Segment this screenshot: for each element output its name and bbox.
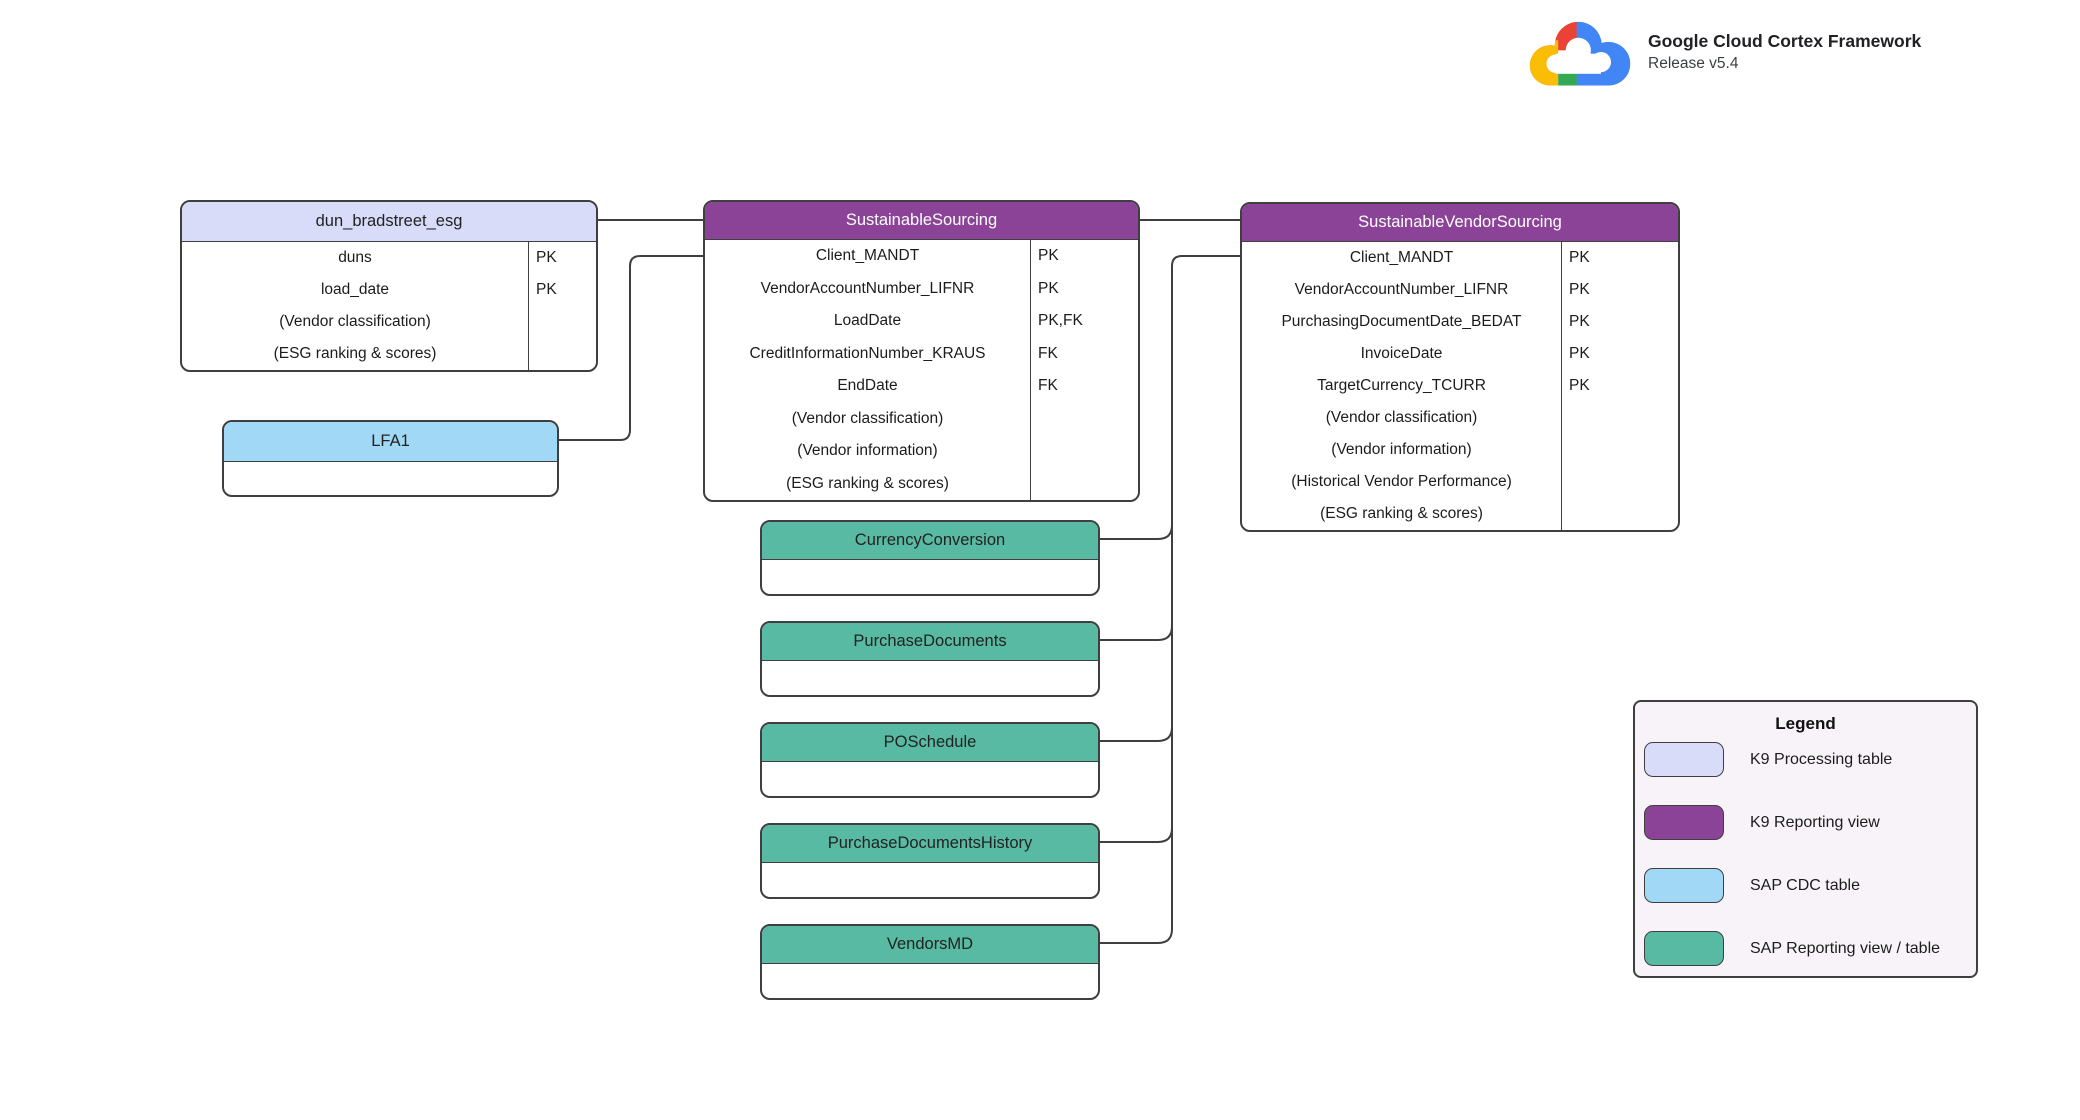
- key-indicator: PK: [1030, 240, 1138, 273]
- legend-label: SAP CDC table: [1750, 876, 1860, 894]
- connector-trunk-to-vendorsourcing: [1100, 255, 1240, 944]
- key-indicator: [1561, 402, 1678, 434]
- field-name: EndDate: [837, 377, 898, 395]
- key-indicator: [1561, 498, 1678, 530]
- entity-po-schedule: POSchedule: [760, 722, 1100, 798]
- legend-item-sap-reporting-view-table: SAP Reporting view / table: [1644, 931, 1968, 966]
- field-name: duns: [338, 249, 372, 266]
- field-name: (Historical Vendor Performance): [1291, 473, 1512, 490]
- entity-title: POSchedule: [762, 724, 1098, 762]
- entity-title: LFA1: [224, 422, 557, 462]
- field-name: CreditInformationNumber_KRAUS: [749, 344, 986, 362]
- field-name: VendorAccountNumber_LIFNR: [760, 279, 975, 297]
- legend-items: K9 Processing table K9 Reporting view SA…: [1644, 742, 1968, 994]
- legend-label: K9 Processing table: [1750, 750, 1893, 768]
- key-indicator: PK: [1561, 338, 1678, 370]
- field-name: (Vendor classification): [279, 313, 431, 330]
- key-indicator: [528, 306, 596, 338]
- field-name: (ESG ranking & scores): [273, 345, 437, 362]
- legend-item-k9-processing-table: K9 Processing table: [1644, 742, 1968, 777]
- entity-fields: [762, 964, 1098, 998]
- connector-purchasedocumentshistory: [1100, 827, 1173, 843]
- field-name: Client_MANDT: [1349, 249, 1454, 266]
- entity-fields: Client_MANDT PK VendorAccountNumber_LIFNR P…: [1242, 242, 1678, 530]
- key-indicator: [1561, 434, 1678, 466]
- connector-currencyconversion: [1100, 524, 1173, 540]
- key-indicator: [528, 338, 596, 370]
- legend-swatch-k9-reporting: [1644, 805, 1724, 840]
- entity-fields: [762, 762, 1098, 796]
- field-name: InvoiceDate: [1360, 345, 1443, 362]
- legend-swatch-k9-processing: [1644, 742, 1724, 777]
- entity-title: CurrencyConversion: [762, 522, 1098, 560]
- branding: Google Cloud Cortex Framework Release v5…: [1528, 8, 1921, 96]
- key-indicator: [1030, 467, 1138, 500]
- entity-title: PurchaseDocumentsHistory: [762, 825, 1098, 863]
- field-name: LoadDate: [833, 312, 902, 330]
- field-name: VendorAccountNumber_LIFNR: [1294, 281, 1509, 298]
- legend-label: K9 Reporting view: [1750, 813, 1880, 831]
- legend-item-k9-reporting-view: K9 Reporting view: [1644, 805, 1968, 840]
- field-name: (ESG ranking & scores): [1320, 505, 1483, 522]
- entity-fields: Client_MANDT PK VendorAccountNumber_LIFNR P…: [705, 240, 1138, 500]
- entity-currency-conversion: CurrencyConversion: [760, 520, 1100, 596]
- key-indicator: [1561, 466, 1678, 498]
- entity-sustainable-vendor-sourcing: SustainableVendorSourcing Client_MANDT PK…: [1240, 202, 1680, 532]
- branding-text: Google Cloud Cortex Framework Release v5…: [1648, 31, 1921, 74]
- field-name: (Vendor information): [797, 442, 938, 460]
- field-name: (Vendor information): [1331, 441, 1472, 458]
- field-name: load_date: [320, 281, 390, 298]
- entity-title: SustainableSourcing: [705, 202, 1138, 240]
- entity-vendors-md: VendorsMD: [760, 924, 1100, 1000]
- entity-fields: [762, 661, 1098, 695]
- product-title: Google Cloud Cortex Framework: [1648, 30, 1922, 51]
- entity-title: PurchaseDocuments: [762, 623, 1098, 661]
- entity-lfa1: LFA1: [222, 420, 559, 497]
- connector-lfa1-to-sustainablesourcing: [559, 255, 703, 441]
- key-indicator: PK: [528, 242, 596, 274]
- field-name: Client_MANDT: [815, 247, 920, 265]
- field-name: PurchasingDocumentDate_BEDAT: [1281, 313, 1522, 330]
- field-name: (Vendor classification): [1325, 409, 1478, 426]
- key-indicator: PK: [1561, 370, 1678, 402]
- entity-fields: [762, 863, 1098, 897]
- legend-swatch-sap-cdc: [1644, 868, 1724, 903]
- entity-purchase-documents: PurchaseDocuments: [760, 621, 1100, 697]
- legend-item-sap-cdc-table: SAP CDC table: [1644, 868, 1968, 903]
- field-name: TargetCurrency_TCURR: [1317, 377, 1486, 394]
- entity-title: dun_bradstreet_esg: [182, 202, 596, 242]
- release-version: Release v5.4: [1648, 55, 1739, 73]
- entity-fields: [224, 462, 557, 495]
- legend-label: SAP Reporting view / table: [1750, 939, 1941, 957]
- key-indicator: [1030, 435, 1138, 468]
- entity-title: SustainableVendorSourcing: [1242, 204, 1678, 242]
- connector-poschedule: [1100, 726, 1173, 742]
- entity-sustainable-sourcing: SustainableSourcing Client_MANDT PK Vendor…: [703, 200, 1140, 502]
- entity-fields: [762, 560, 1098, 594]
- legend-title: Legend: [1775, 714, 1836, 733]
- key-indicator: PK: [1030, 272, 1138, 305]
- legend-swatch-sap-reporting: [1644, 931, 1724, 966]
- field-name: (ESG ranking & scores): [786, 474, 949, 492]
- google-cloud-logo-icon: [1529, 21, 1631, 86]
- key-indicator: PK: [1561, 306, 1678, 338]
- key-indicator: FK: [1030, 337, 1138, 370]
- legend: Legend K9 Processing table K9 Reporting …: [1633, 700, 1978, 978]
- key-indicator: FK: [1030, 370, 1138, 403]
- field-name: (Vendor classification): [791, 409, 944, 427]
- key-indicator: PK: [1561, 274, 1678, 306]
- entity-title: VendorsMD: [762, 926, 1098, 964]
- connector-purchasedocuments: [1100, 625, 1173, 641]
- entity-purchase-documents-history: PurchaseDocumentsHistory: [760, 823, 1100, 899]
- key-indicator: PK: [528, 274, 596, 306]
- key-indicator: [1030, 402, 1138, 435]
- key-indicator: PK,FK: [1030, 305, 1138, 338]
- key-indicator: PK: [1561, 242, 1678, 274]
